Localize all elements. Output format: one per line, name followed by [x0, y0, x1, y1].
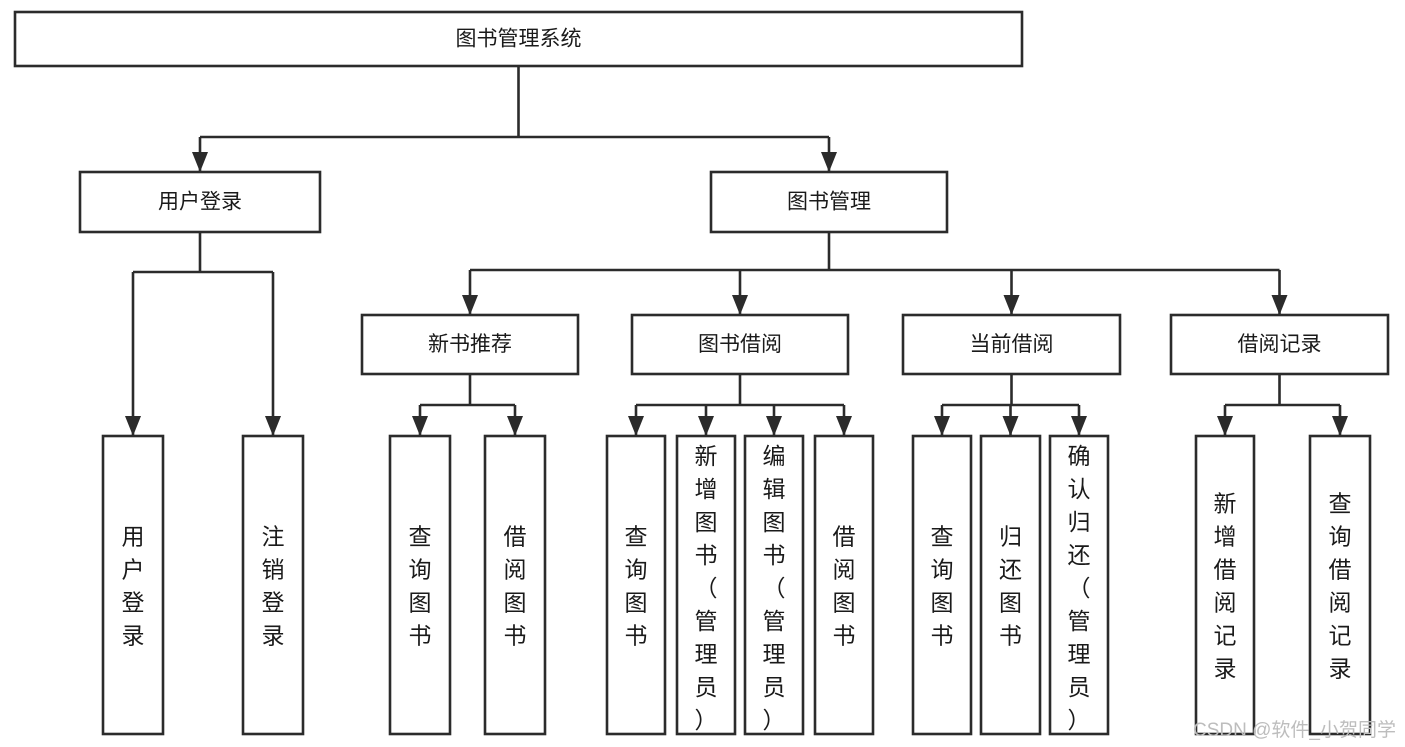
arrow-head-icon	[732, 295, 748, 315]
node-box-leaf-borrow-book-recommend	[483, 434, 547, 736]
node-label-leaf-query-borrow-record: 查询借阅记录	[1329, 491, 1352, 682]
node-leaf-query-book-borrow[interactable]: 查询图书	[605, 434, 667, 736]
node-leaf-add-book[interactable]: 新增图书（管理员）	[675, 434, 737, 736]
node-box-leaf-add-borrow-record	[1194, 434, 1256, 736]
connector-layer	[125, 66, 1348, 436]
node-box-user-login	[78, 170, 322, 234]
node-leaf-query-book-current[interactable]: 查询图书	[911, 434, 973, 736]
node-box-book-borrow	[630, 313, 850, 376]
node-label-leaf-add-book: 新增图书（管理员）	[695, 443, 718, 733]
node-label-user-login: 用户登录	[158, 191, 242, 214]
arrow-head-icon	[1002, 416, 1019, 436]
node-leaf-edit-book[interactable]: 编辑图书（管理员）	[743, 434, 805, 736]
node-label-leaf-edit-book: 编辑图书（管理员）	[763, 443, 786, 733]
arrow-head-icon	[628, 416, 644, 436]
node-label-leaf-query-book-borrow: 查询图书	[625, 524, 648, 649]
arrow-head-icon	[836, 416, 852, 436]
arrow-head-icon	[821, 152, 837, 172]
node-label-leaf-add-borrow-record: 新增借阅记录	[1214, 491, 1237, 682]
node-box-leaf-logout	[241, 434, 305, 736]
node-box-book-management	[709, 170, 949, 234]
node-box-leaf-query-book-recommend	[388, 434, 452, 736]
node-leaf-borrow-book[interactable]: 借阅图书	[813, 434, 875, 736]
node-label-borrow-record: 借阅记录	[1238, 333, 1322, 356]
node-box-leaf-query-book-borrow	[605, 434, 667, 736]
node-leaf-add-borrow-record[interactable]: 新增借阅记录	[1194, 434, 1256, 736]
node-leaf-query-borrow-record[interactable]: 查询借阅记录	[1308, 434, 1372, 736]
node-book-management[interactable]: 图书管理	[709, 170, 949, 234]
node-leaf-borrow-book-recommend[interactable]: 借阅图书	[483, 434, 547, 736]
node-book-borrow[interactable]: 图书借阅	[630, 313, 850, 376]
node-label-leaf-query-book-recommend: 查询图书	[409, 524, 432, 649]
node-box-leaf-confirm-return	[1048, 434, 1110, 736]
arrow-head-icon	[462, 295, 478, 315]
node-label-current-borrow: 当前借阅	[970, 333, 1054, 356]
arrow-head-icon	[766, 416, 782, 436]
node-label-leaf-confirm-return: 确认归还（管理员）	[1068, 443, 1091, 733]
node-label-book-borrow: 图书借阅	[698, 333, 782, 356]
node-leaf-return-book[interactable]: 归还图书	[979, 434, 1042, 736]
arrow-head-icon	[192, 152, 208, 172]
node-label-leaf-query-book-current: 查询图书	[931, 524, 954, 649]
node-box-leaf-return-book	[979, 434, 1042, 736]
node-label-new-book-recommend: 新书推荐	[428, 333, 512, 356]
arrow-head-icon	[507, 416, 523, 436]
arrow-head-icon	[1003, 295, 1020, 315]
node-leaf-query-book-recommend[interactable]: 查询图书	[388, 434, 452, 736]
node-new-book-recommend[interactable]: 新书推荐	[360, 313, 580, 376]
node-leaf-user-login[interactable]: 用户登录	[101, 434, 165, 736]
node-leaf-confirm-return[interactable]: 确认归还（管理员）	[1048, 434, 1110, 736]
arrow-head-icon	[1271, 295, 1288, 315]
watermark-label: CSDN @软件_小贺同学	[1193, 719, 1396, 741]
node-label-root: 图书管理系统	[456, 28, 582, 51]
node-root[interactable]: 图书管理系统	[13, 10, 1024, 68]
node-box-leaf-query-book-current	[911, 434, 973, 736]
node-layer: 图书管理系统用户登录图书管理新书推荐图书借阅当前借阅借阅记录用户登录注销登录查询…	[13, 10, 1390, 736]
arrow-head-icon	[1217, 416, 1233, 436]
node-label-leaf-borrow-book: 借阅图书	[833, 524, 856, 649]
node-box-leaf-edit-book	[743, 434, 805, 736]
node-box-leaf-user-login	[101, 434, 165, 736]
arrow-head-icon	[125, 416, 141, 436]
arrow-head-icon	[412, 416, 428, 436]
node-box-leaf-add-book	[675, 434, 737, 736]
node-box-leaf-borrow-book	[813, 434, 875, 736]
arrow-head-icon	[934, 416, 950, 436]
node-label-leaf-user-login: 用户登录	[122, 524, 145, 649]
node-user-login[interactable]: 用户登录	[78, 170, 322, 234]
node-label-leaf-logout: 注销登录	[262, 524, 285, 649]
node-current-borrow[interactable]: 当前借阅	[901, 313, 1122, 376]
node-label-leaf-borrow-book-recommend: 借阅图书	[504, 524, 527, 649]
node-label-leaf-return-book: 归还图书	[999, 524, 1022, 649]
node-box-leaf-query-borrow-record	[1308, 434, 1372, 736]
node-box-current-borrow	[901, 313, 1122, 376]
arrow-head-icon	[698, 416, 714, 436]
node-borrow-record[interactable]: 借阅记录	[1169, 313, 1390, 376]
arrow-head-icon	[265, 416, 281, 436]
node-box-new-book-recommend	[360, 313, 580, 376]
arrow-head-icon	[1332, 416, 1348, 436]
node-box-root	[13, 10, 1024, 68]
arrow-head-icon	[1071, 416, 1087, 436]
node-box-borrow-record	[1169, 313, 1390, 376]
node-leaf-logout[interactable]: 注销登录	[241, 434, 305, 736]
node-label-book-management: 图书管理	[787, 191, 871, 214]
